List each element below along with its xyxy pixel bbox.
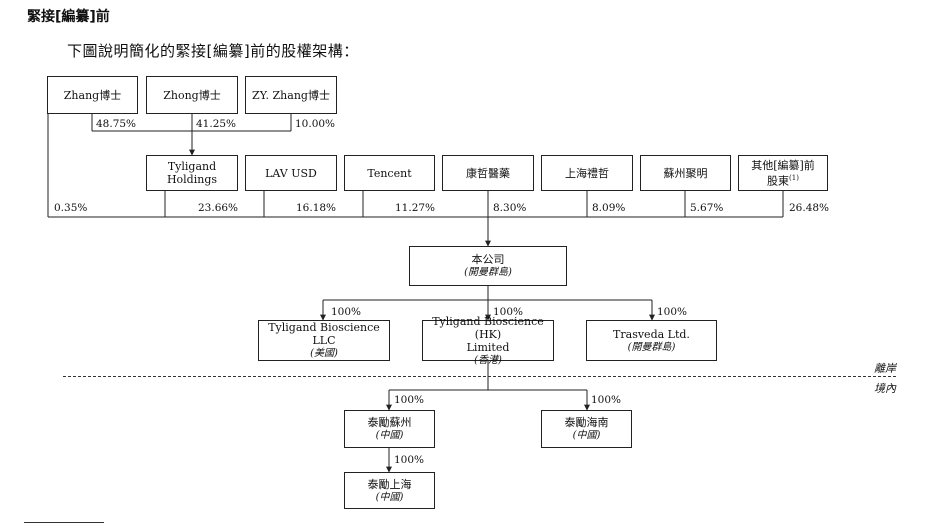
holder-kangzhe-box: 康哲醫藥 (442, 155, 534, 191)
suzhou-pct: 100% (394, 394, 425, 406)
hk-pct: 100% (493, 306, 524, 318)
holdings-pct: 23.66% (198, 202, 239, 214)
trasveda-box: Trasveda Ltd. (開曼群島) (586, 320, 717, 361)
holder-shanghai-lizhe-box: 上海禮哲 (541, 155, 633, 191)
offshore-label: 離岸 (874, 362, 896, 375)
lav-pct: 16.18% (296, 202, 337, 214)
zyzhang-pct: 10.00% (295, 118, 336, 130)
zhang-pct: 48.75% (96, 118, 137, 130)
onshore-label: 境內 (874, 382, 896, 395)
tailiao-hainan-box: 泰勵海南 (中國) (541, 410, 632, 448)
others-pct: 26.48% (789, 202, 830, 214)
tailiao-shanghai-box: 泰勵上海 (中國) (344, 472, 435, 509)
holder-others-box: 其他[編纂]前 股東(1) (738, 155, 828, 191)
tyligand-hk-box: Tyligand Bioscience (HK) Limited (香港) (422, 315, 554, 366)
lizhe-pct: 8.09% (592, 202, 626, 214)
juming-pct: 5.67% (690, 202, 724, 214)
intro-text: 下圖說明簡化的緊接[編纂]前的股權架構： (67, 42, 359, 60)
company-box: 本公司 (開曼群島) (409, 246, 567, 286)
founder-zhong-box: Zhong博士 (146, 76, 238, 114)
offshore-onshore-divider (63, 376, 896, 377)
llc-pct: 100% (331, 306, 362, 318)
holder-tencent-box: Tencent (344, 155, 435, 191)
holder-tyligand-holdings-box: Tyligand Holdings (146, 155, 238, 191)
shanghai-pct: 100% (394, 454, 425, 466)
footnote-rule (24, 522, 104, 523)
tencent-pct: 11.27% (395, 202, 436, 214)
section-heading: 緊接[編纂]前 (27, 9, 110, 25)
founder-zhang-box: Zhang博士 (47, 76, 138, 114)
holder-lav-usd-box: LAV USD (245, 155, 337, 191)
tyligand-llc-box: Tyligand Bioscience LLC (美國) (258, 320, 390, 361)
trasveda-pct: 100% (657, 306, 688, 318)
holder-suzhou-juming-box: 蘇州聚明 (640, 155, 731, 191)
zhong-pct: 41.25% (196, 118, 237, 130)
kangzhe-pct: 8.30% (493, 202, 527, 214)
hainan-pct: 100% (591, 394, 622, 406)
founder-zyzhang-box: ZY. Zhang博士 (245, 76, 337, 114)
tailiao-suzhou-box: 泰勵蘇州 (中國) (344, 410, 435, 448)
zhang-direct-pct: 0.35% (54, 202, 88, 214)
